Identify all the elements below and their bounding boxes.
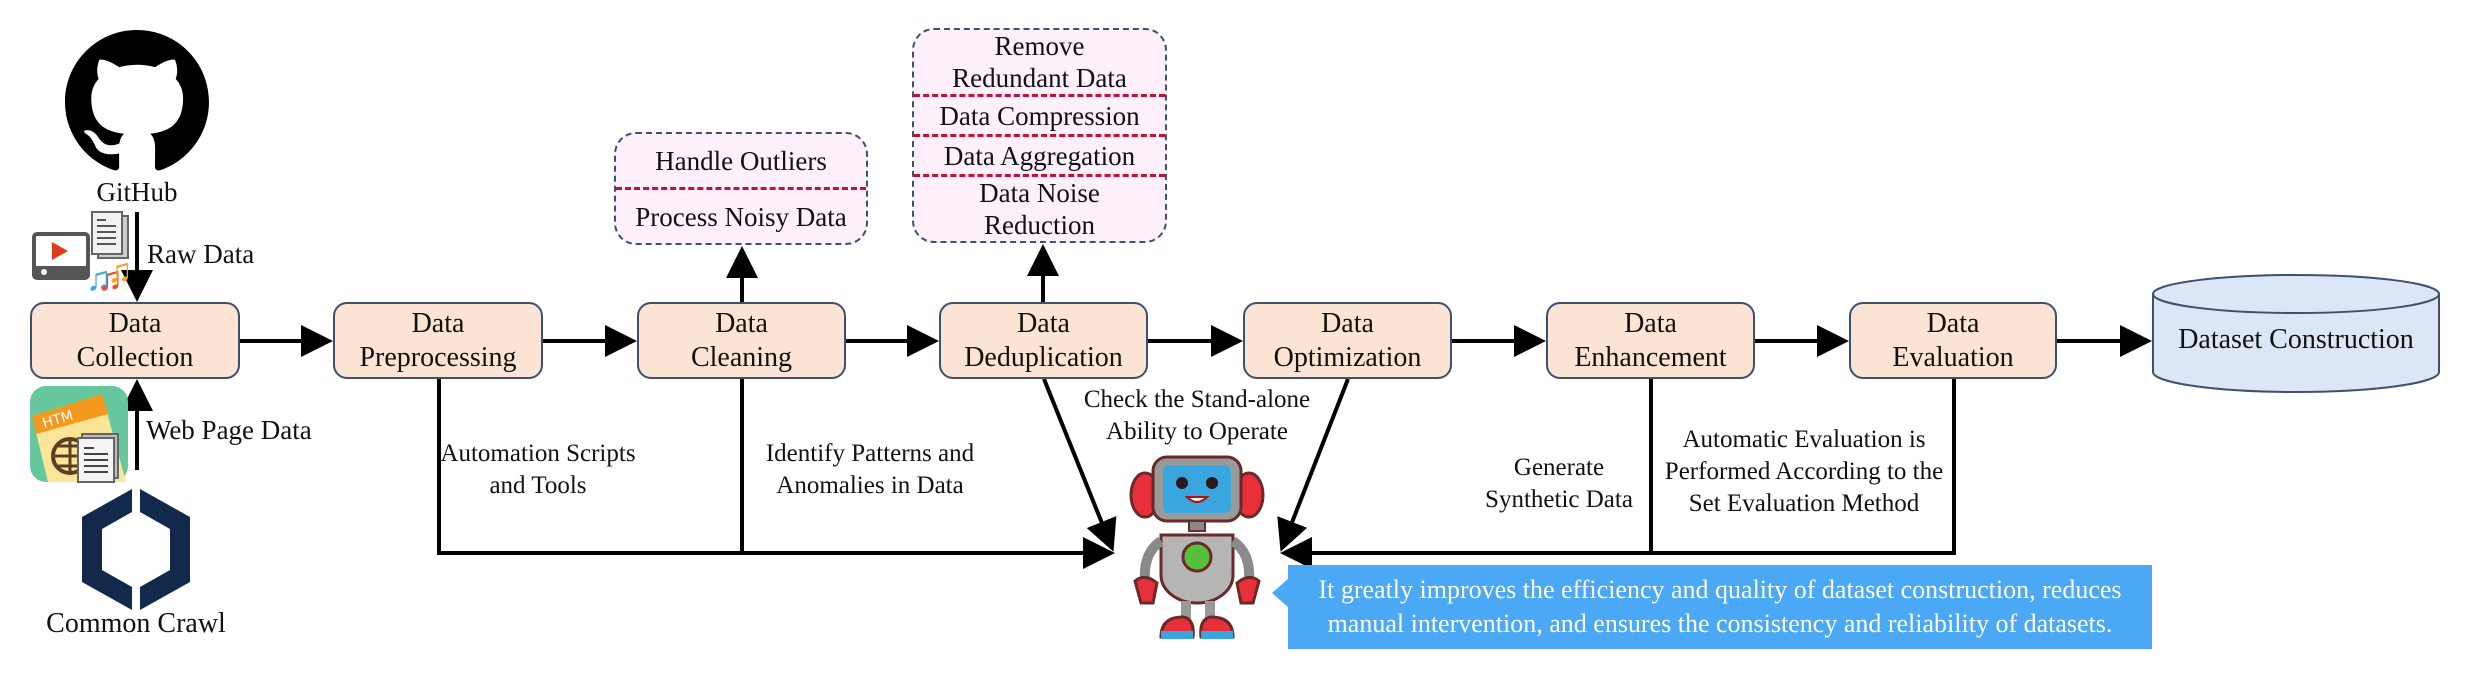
music-notes-icon: ♫♫♫ [86, 253, 133, 298]
github-logo-icon [65, 30, 209, 171]
option-data-compression: Data Compression [914, 94, 1165, 134]
common-crawl-logo-icon [82, 489, 190, 610]
feedback-line-dedup [1042, 378, 1117, 552]
document-stack-icon [91, 211, 129, 259]
agent-callout: It greatly improves the efficiency and q… [1272, 565, 2152, 649]
annotation-dedup-optimization: Check the Stand-alone Ability to Operate [1083, 386, 1311, 445]
feedback-line-optimization [1277, 378, 1350, 552]
htm-web-page-icon: HTM [30, 386, 128, 483]
dedup-options-box: Remove Redundant Data Data Compression D… [912, 28, 1167, 243]
option-data-noise-reduction: Data Noise Reduction [914, 174, 1165, 241]
option-remove-redundant-data: Remove Redundant Data [952, 31, 1127, 93]
cleaning-options-box: Handle Outliers Process Noisy Data [614, 132, 868, 245]
robot-icon [1129, 455, 1265, 639]
annotation-preprocessing: Automation Scripts and Tools [440, 440, 636, 499]
dataset-construction-label: Dataset Construction [2178, 324, 2414, 355]
common-crawl-label: Common Crawl [46, 608, 226, 639]
feedback-line-left [437, 379, 1115, 569]
annotation-cleaning: Identify Patterns and Anomalies in Data [765, 440, 975, 499]
option-process-noisy-data: Process Noisy Data [616, 187, 866, 243]
feedback-line-right [1280, 379, 1956, 569]
annotation-evaluation: Automatic Evaluation is Performed Accord… [1664, 426, 1944, 517]
github-label: GitHub [96, 177, 178, 207]
option-data-aggregation: Data Aggregation [914, 134, 1165, 174]
dataset-cylinder [2152, 274, 2440, 393]
annotation-enhancement: Generate Synthetic Data [1485, 454, 1633, 513]
web-page-data-label: Web Page Data [146, 415, 312, 445]
raw-data-label: Raw Data [147, 239, 255, 269]
option-handle-outliers: Handle Outliers [655, 145, 827, 176]
video-player-icon [32, 232, 90, 280]
